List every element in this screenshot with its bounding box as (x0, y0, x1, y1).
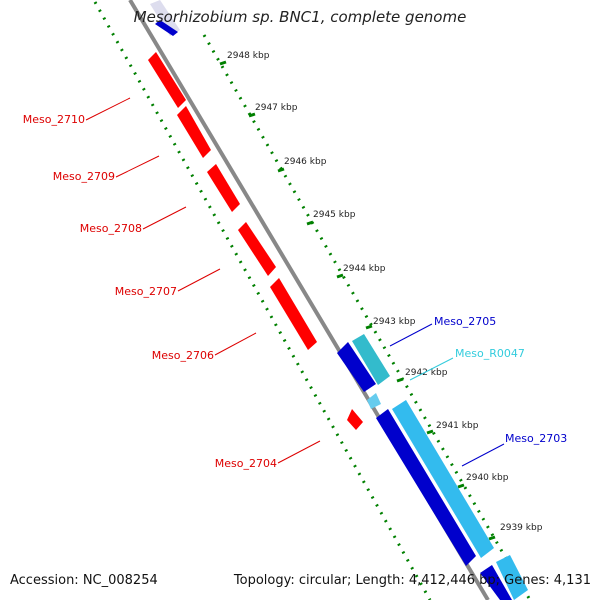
gene-label-meso-r0047[interactable]: Meso_R0047 (455, 347, 525, 360)
gene-partial-top (155, 20, 178, 36)
gene-label-meso-2708[interactable]: Meso_2708 (80, 222, 142, 235)
gene-meso-2703-cyan[interactable] (392, 400, 494, 558)
tick-label-2946: 2946 kbp (284, 157, 327, 167)
tick-label-2939: 2939 kbp (500, 523, 543, 533)
gene-meso-2706[interactable] (270, 278, 317, 350)
gene-meso-2707[interactable] (238, 222, 276, 276)
gene-label-meso-2704[interactable]: Meso_2704 (215, 457, 277, 470)
tick-marks (219, 60, 496, 541)
tick-labels: 2948 kbp 2947 kbp 2946 kbp 2945 kbp 2944… (227, 51, 543, 533)
accession-label: Accession: NC_008254 (10, 573, 158, 588)
gene-meso-2704[interactable] (347, 409, 363, 430)
tick-label-2944: 2944 kbp (343, 264, 386, 274)
gene-meso-2705[interactable] (337, 342, 376, 392)
gene-label-meso-2706[interactable]: Meso_2706 (152, 349, 214, 362)
tick-label-2945: 2945 kbp (313, 210, 356, 220)
gene-partial-bottom-blue (480, 565, 512, 600)
gene-label-meso-2705[interactable]: Meso_2705 (434, 315, 496, 328)
gene-leader-lines (85, 97, 505, 467)
gene-partial-bottom-cyan (496, 555, 528, 600)
gene-meso-2710[interactable] (148, 52, 186, 108)
gene-meso-2709[interactable] (177, 106, 211, 158)
tick-label-2942: 2942 kbp (405, 368, 448, 378)
gene-label-meso-2707[interactable]: Meso_2707 (115, 285, 177, 298)
tick-label-2948: 2948 kbp (227, 51, 270, 61)
map-title: Mesorhizobium sp. BNC1, complete genome (133, 8, 467, 26)
gene-meso-2703[interactable] (376, 409, 476, 566)
outer-tick-track (202, 34, 532, 601)
faded-gene-top (150, 0, 180, 36)
gene-labels: Meso_2710 Meso_2709 Meso_2708 Meso_2707 … (23, 113, 567, 470)
gene-label-meso-2710[interactable]: Meso_2710 (23, 113, 85, 126)
gene-meso-2708[interactable] (207, 164, 240, 212)
gene-label-meso-2703[interactable]: Meso_2703 (505, 432, 567, 445)
tick-label-2943: 2943 kbp (373, 317, 416, 327)
gene-small-cyan[interactable] (367, 393, 381, 409)
tick-label-2941: 2941 kbp (436, 421, 479, 431)
genome-summary: Topology: circular; Length: 4,412,446 bp… (233, 573, 591, 588)
gene-meso-r0047[interactable] (352, 334, 390, 385)
tick-label-2947: 2947 kbp (255, 103, 298, 113)
inner-tick-track (93, 1, 432, 601)
gene-label-meso-2709[interactable]: Meso_2709 (53, 170, 115, 183)
tick-label-2940: 2940 kbp (466, 473, 509, 483)
